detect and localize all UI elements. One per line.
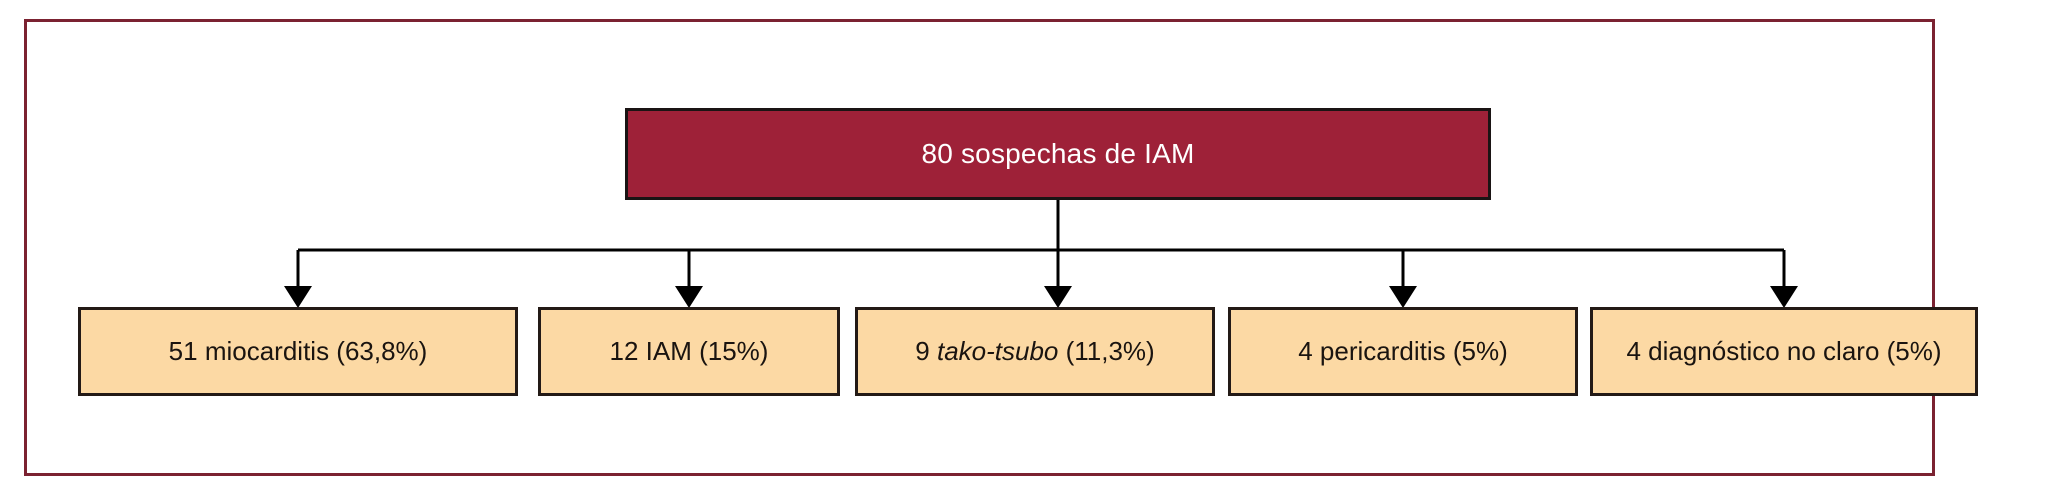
leaf-node-label: 51 miocarditis (63,8%) bbox=[169, 336, 428, 367]
leaf-label-post: (11,3%) bbox=[1058, 336, 1155, 366]
leaf-node-iam: 12 IAM (15%) bbox=[538, 307, 840, 396]
leaf-node-pericarditis: 4 pericarditis (5%) bbox=[1228, 307, 1578, 396]
leaf-node-miocarditis: 51 miocarditis (63,8%) bbox=[78, 307, 518, 396]
root-node-label: 80 sospechas de IAM bbox=[921, 138, 1195, 169]
leaf-node-label: 9 tako-tsubo (11,3%) bbox=[915, 336, 1154, 367]
figure-frame bbox=[24, 19, 1935, 476]
leaf-label-pre: 4 pericarditis (5%) bbox=[1298, 336, 1508, 366]
leaf-label-emphasis: tako-tsubo bbox=[936, 336, 1059, 366]
leaf-label-pre: 51 miocarditis (63,8%) bbox=[168, 336, 428, 366]
leaf-label-pre: 12 IAM (15%) bbox=[609, 336, 769, 366]
root-node-suspected-ami: 80 sospechas de IAM bbox=[625, 108, 1491, 200]
leaf-node-label: 4 diagnóstico no claro (5%) bbox=[1626, 336, 1941, 367]
leaf-node-label: 12 IAM (15%) bbox=[610, 336, 769, 367]
leaf-node-unclear-diagnosis: 4 diagnóstico no claro (5%) bbox=[1590, 307, 1978, 396]
leaf-node-label: 4 pericarditis (5%) bbox=[1298, 336, 1508, 367]
leaf-label-pre: 4 diagnóstico no claro (5%) bbox=[1626, 336, 1942, 366]
leaf-label-pre: 9 bbox=[915, 336, 937, 366]
leaf-node-tako-tsubo: 9 tako-tsubo (11,3%) bbox=[855, 307, 1215, 396]
